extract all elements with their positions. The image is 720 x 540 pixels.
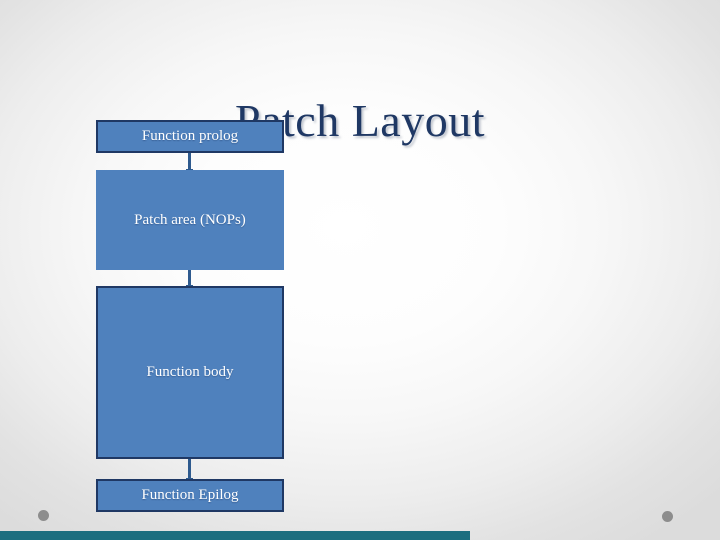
- connector-patch-area-to-body: [186, 270, 193, 288]
- flow-box-label: Function Epilog: [141, 487, 239, 503]
- patch-layout-diagram: Function prolog Patch area (NOPs) Functi…: [96, 120, 284, 512]
- decorative-dot-right: [655, 504, 680, 529]
- connector-body-to-epilog: [186, 459, 193, 481]
- connector-prolog-to-patch-area: [186, 153, 193, 172]
- decorative-dot-left: [31, 503, 56, 528]
- flow-box-label: Patch area (NOPs): [134, 211, 246, 228]
- flow-box-label: Function prolog: [141, 128, 239, 144]
- flow-box-label: Function body: [146, 364, 234, 380]
- flow-box-function-epilog[interactable]: Function Epilog: [96, 479, 284, 512]
- flow-box-function-prolog[interactable]: Function prolog: [96, 120, 284, 153]
- flow-box-function-body[interactable]: Function body: [96, 286, 284, 459]
- footer-accent-bar: [0, 531, 470, 540]
- flow-box-patch-area[interactable]: Patch area (NOPs): [96, 170, 284, 270]
